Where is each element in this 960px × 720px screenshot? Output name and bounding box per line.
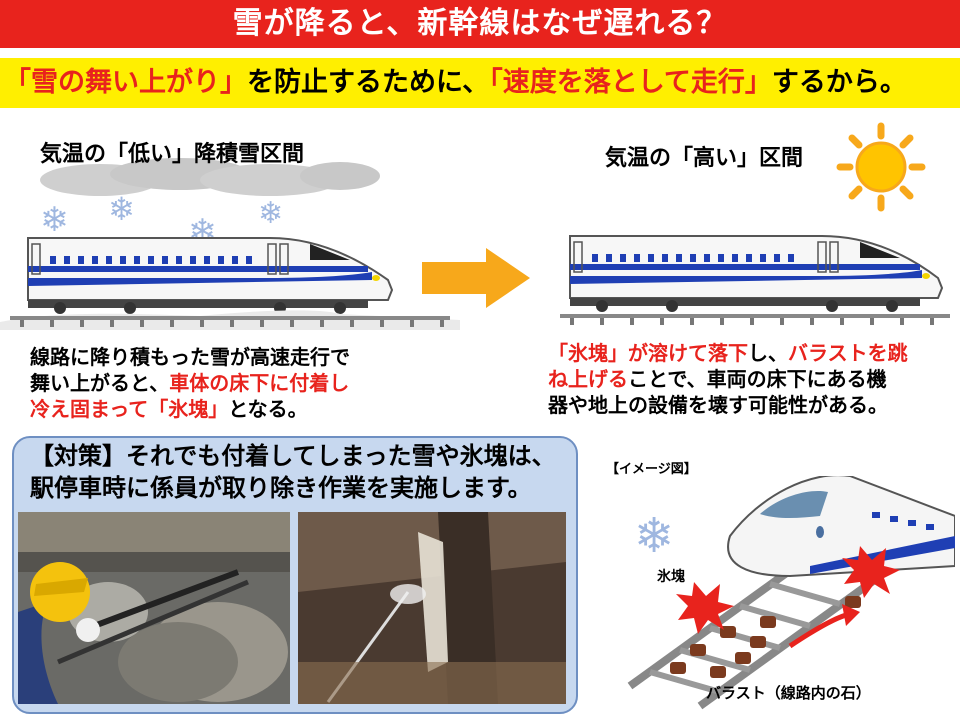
image-diagram-label: 【イメージ図】 (606, 462, 697, 477)
caption-text: となる。 (228, 397, 308, 421)
subtitle-banner: 「雪の舞い上がり」を防止するために、「速度を落として走行」するから。 (0, 58, 960, 108)
sun-icon (836, 122, 926, 216)
caption-line: 冷え固まって「氷塊」となる。 (30, 396, 430, 422)
snowflake-icon: ❄ (108, 190, 135, 228)
arrow-right-icon (422, 248, 532, 312)
ballast-label: バラスト（線路内の石） (706, 684, 871, 702)
caption-line: ね上げることで、車両の床下にある機 (548, 366, 958, 392)
caption-text: 舞い上がると、 (30, 371, 170, 395)
ice-block-label: 氷塊 (657, 569, 685, 585)
snowflake-icon: ❄ (40, 200, 69, 240)
worker-spraying-photo (18, 512, 290, 704)
countermeasure-line: 駅停車時に係員が取り除き作業を実施します。 (30, 474, 532, 502)
railway-track-right (560, 310, 950, 329)
caption-line: 「氷塊」が溶けて落下し、バラストを跳 (548, 340, 958, 366)
warm-section-heading: 気温の「高い」区間 (605, 146, 804, 171)
snowflake-icon: ❄ (634, 508, 675, 564)
countermeasure-line: 【対策】それでも付着してしまった雪や氷塊は、 (30, 442, 556, 470)
caption-text: ことで、車両の床下にある機 (628, 367, 887, 391)
warm-section-caption: 「氷塊」が溶けて落下し、バラストを跳 ね上げることで、車両の床下にある機 器や地… (548, 340, 958, 418)
snowflake-icon: ❄ (258, 196, 284, 231)
shinkansen-train-left (20, 230, 400, 329)
caption-line: 舞い上がると、車体の床下に付着し (30, 370, 430, 396)
railway-track-left (10, 312, 450, 331)
caption-text: し、 (748, 341, 788, 365)
caption-highlight: 「氷塊」が溶けて落下 (548, 341, 748, 365)
track-ballast-diagram (610, 474, 956, 716)
underfloor-spray-photo (298, 512, 566, 704)
subtitle-part-2: を防止するために、 (247, 67, 490, 98)
cold-section-caption: 線路に降り積もった雪が高速走行で 舞い上がると、車体の床下に付着し 冷え固まって… (30, 344, 430, 422)
subtitle-part-1: 「雪の舞い上がり」 (4, 67, 247, 98)
caption-highlight: 車体の床下に付着し (169, 371, 350, 395)
cold-section-heading: 気温の「低い」降積雪区間 (40, 142, 305, 167)
shinkansen-train-right (562, 228, 952, 327)
page-title: 雪が降ると、新幹線はなぜ遅れる？ (0, 0, 960, 48)
caption-line: 線路に降り積もった雪が高速走行で (30, 345, 350, 369)
caption-line: 器や地上の設備を壊す可能性がある。 (548, 393, 888, 417)
snow-cloud-icon (40, 158, 380, 202)
countermeasure-text: 【対策】それでも付着してしまった雪や氷塊は、 駅停車時に係員が取り除き作業を実施… (30, 440, 570, 504)
caption-highlight: 冷え固まって「氷塊」 (30, 397, 229, 421)
subtitle-part-3: 「速度を落として走行」 (489, 67, 772, 98)
subtitle-part-4: するから。 (771, 67, 907, 98)
caption-highlight: ね上げる (548, 367, 628, 391)
caption-highlight: バラストを跳 (788, 341, 908, 365)
